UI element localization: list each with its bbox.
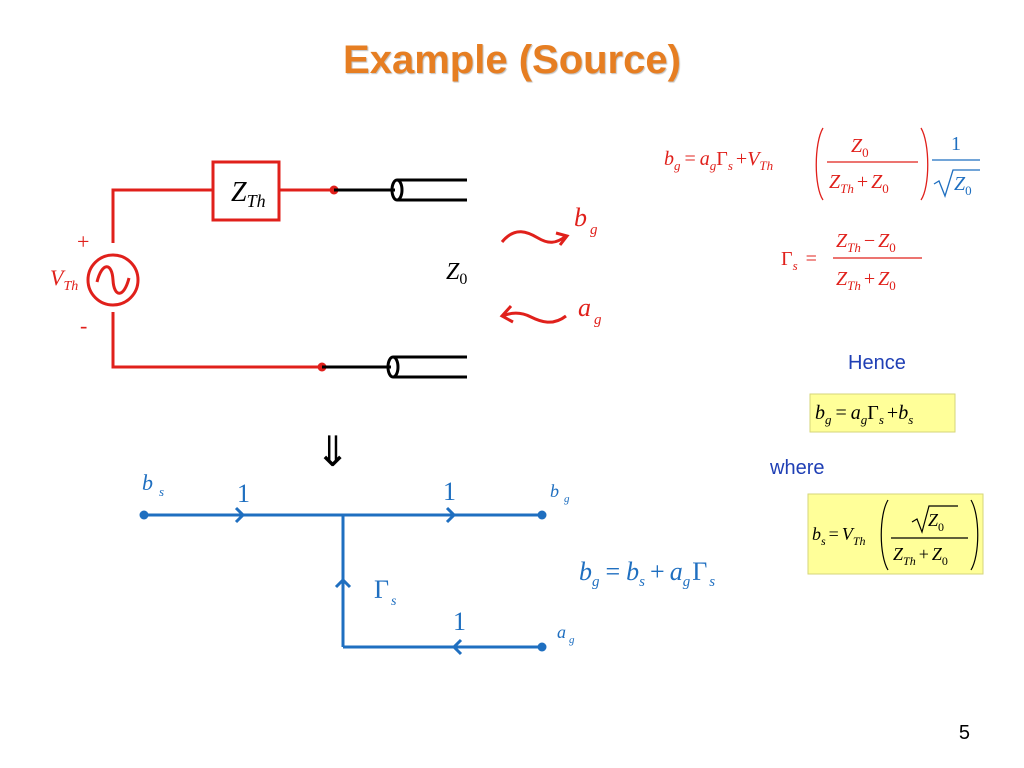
where-label: where xyxy=(770,457,825,479)
line-impedance-label: Z0 xyxy=(446,259,467,288)
svg-text:Z0: Z0 xyxy=(954,173,972,198)
svg-text:bg=agΓs+VTh: bg=agΓs+VTh xyxy=(664,148,773,173)
flow-arrow-vertical xyxy=(334,577,352,589)
node-bg-sub: g xyxy=(564,493,570,505)
svg-text:bs=VTh: bs=VTh xyxy=(812,524,866,548)
page-number: 5 xyxy=(958,722,970,744)
formula-gamma: Γs= ZTh−Z0 ZTh+Z0 xyxy=(781,230,922,293)
transmission-line xyxy=(322,178,467,379)
voltage-source-circle xyxy=(86,253,140,307)
flow-arrow-top-right xyxy=(445,506,457,524)
node-bs-dot xyxy=(139,510,149,520)
where-formula: bs=VTh Z0 ZTh+Z0 xyxy=(812,499,979,571)
line-top-conductors xyxy=(397,178,467,202)
wave-arrows xyxy=(499,230,570,324)
incoming-wave-arrowhead xyxy=(499,304,514,324)
flow-arrow-top-left xyxy=(234,506,246,524)
source-label-sub: Th xyxy=(63,279,78,294)
gain-gamma-sub: s xyxy=(391,594,397,609)
svg-text:Γs=: Γs= xyxy=(781,248,817,273)
node-bg-dot xyxy=(537,510,547,520)
formula-bg: bg=agΓs+VTh Z0 ZTh+Z0 xyxy=(664,127,929,201)
incoming-wave-arrow xyxy=(502,311,567,324)
hence-formula-box xyxy=(809,393,956,433)
circuit-bottom-wire xyxy=(111,312,322,369)
node-ag-dot xyxy=(537,642,547,652)
source-minus: - xyxy=(80,313,87,338)
hence-label: Hence xyxy=(848,352,906,374)
source-plus: + xyxy=(77,229,89,254)
outgoing-wave-arrow xyxy=(500,230,567,244)
where-formula-box xyxy=(807,493,984,575)
outgoing-wave-arrowhead xyxy=(555,231,570,246)
voltage-source-sine xyxy=(95,265,131,295)
gain-top-left: 1 xyxy=(237,479,250,508)
source-label: VTh xyxy=(50,265,78,294)
node-bs-sub: s xyxy=(159,484,164,499)
line-top-end xyxy=(390,178,404,202)
slide-title: Example (Source) xyxy=(343,38,681,82)
implies-arrow: ⇓ xyxy=(315,430,350,476)
impedance-label: ZTh xyxy=(231,177,266,211)
svg-text:ZTh+Z0: ZTh+Z0 xyxy=(829,171,889,196)
gain-top-right: 1 xyxy=(443,477,456,506)
svg-text:Z0: Z0 xyxy=(851,135,869,160)
svg-text:ZTh−Z0: ZTh−Z0 xyxy=(836,230,896,255)
node-ag-sub: g xyxy=(569,634,575,646)
line-impedance-sub: 0 xyxy=(459,271,467,288)
svg-text:ZTh+Z0: ZTh+Z0 xyxy=(836,268,896,293)
hence-formula: bg=agΓs+bs xyxy=(815,402,913,427)
wave-out-sub: g xyxy=(590,222,598,238)
circuit-top-wire-left xyxy=(111,188,213,243)
svg-text:Z0: Z0 xyxy=(928,510,944,534)
circuit xyxy=(86,160,333,369)
flow-arrow-bottom xyxy=(451,638,463,656)
svg-text:1: 1 xyxy=(951,133,961,155)
flow-graph xyxy=(144,506,542,656)
formula-bg-norm: 1 Z0 xyxy=(932,133,980,198)
gain-bottom: 1 xyxy=(453,607,466,636)
line-bottom-end xyxy=(386,355,400,379)
line-bottom-conductors xyxy=(393,355,467,379)
wave-in-sub: g xyxy=(594,312,602,328)
svg-text:ZTh+Z0: ZTh+Z0 xyxy=(893,544,948,568)
impedance-label-sub: Th xyxy=(247,191,266,211)
